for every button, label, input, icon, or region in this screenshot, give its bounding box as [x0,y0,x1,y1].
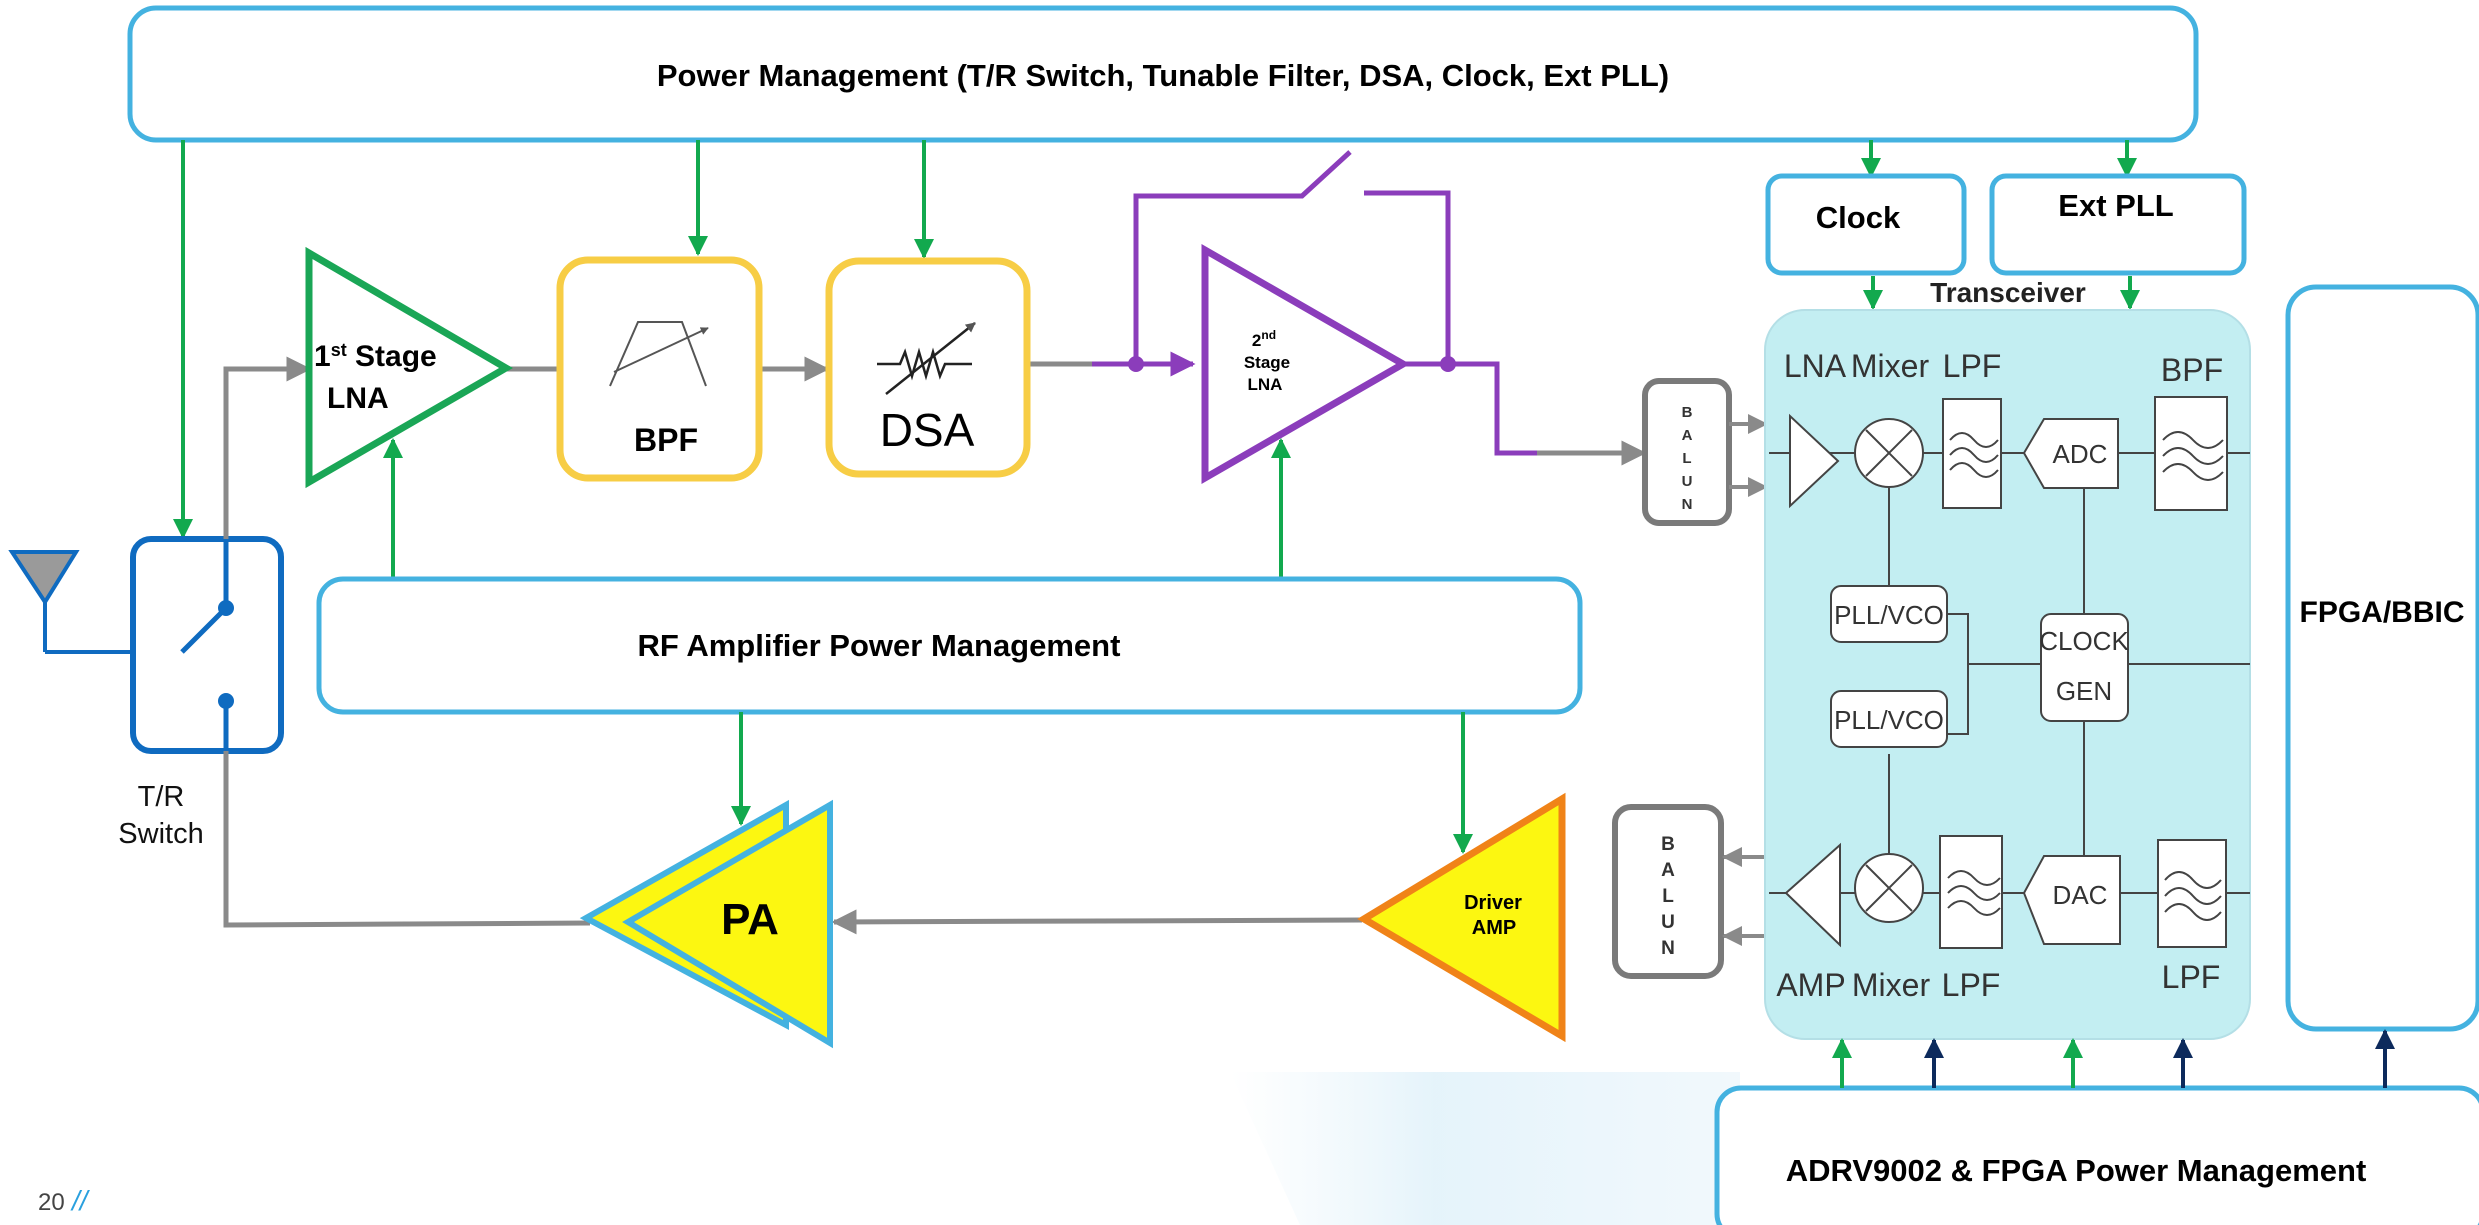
svg-text:LPF: LPF [1942,967,2001,1003]
balun-tx-inputs [1722,847,1766,946]
second-stage-lna-label-2: Stage [1244,353,1290,372]
tx-amp-triangle [1784,842,1841,948]
svg-text:PLL/VCO: PLL/VCO [1834,600,1944,630]
power-amplifier [579,799,833,1049]
tr-switch-label-2: Switch [118,818,203,850]
clock-gen [2040,613,2129,722]
transceiver-block: Transceiver ADC LNA Mixer LPF [1764,277,2251,1040]
receive-path-lines [223,356,1647,539]
second-stage-lna-triangle [1201,243,1411,485]
svg-text:L: L [1682,450,1691,467]
svg-text:B: B [1661,834,1675,855]
footer-slash: // [70,1185,91,1216]
ext-pll-label: Ext PLL [2058,188,2173,223]
adc-block [2022,418,2119,489]
svg-text:B: B [1682,404,1693,421]
bpf-box [556,256,763,482]
svg-text:LPF: LPF [1943,348,2002,384]
rf-amp-power-box [316,576,1583,715]
svg-text:A: A [1661,860,1675,881]
pll-vco-2 [1830,690,1948,748]
svg-text:U: U [1682,473,1693,490]
transmit-path-lines [223,751,1363,935]
first-stage-lna-label-2: LNA [327,382,389,415]
pll-vco-1 [1830,585,1948,643]
balun-rx: B A L U N [1642,378,1732,526]
clock-box [1765,173,1967,276]
svg-text:AMP: AMP [1776,967,1845,1003]
page-number: 20 [38,1189,65,1216]
rf-amp-power-arrows [731,712,1473,854]
svg-text:BPF: BPF [2161,352,2223,388]
pa-label: PA [721,895,779,944]
dsa-label: DSA [880,404,975,456]
svg-text:U: U [1661,912,1675,933]
svg-text:LPF: LPF [2162,959,2221,995]
clock-pll-arrows [1863,276,2140,310]
svg-text:LNA: LNA [1784,348,1847,384]
driver-amp-label-2: AMP [1472,917,1516,939]
balun-rx-outputs [1729,414,1768,497]
svg-text:N: N [1682,496,1693,513]
tr-switch-label-1: T/R [138,781,185,813]
tr-switch [130,536,284,754]
rf-amp-power-label: RF Amplifier Power Management [638,628,1121,663]
tx-lna-triangle [1789,413,1840,509]
second-stage-lna-label-3: LNA [1248,375,1283,394]
driver-amp-label-1: Driver [1464,892,1522,914]
top-power-management-box [127,5,2199,143]
adrv-power-arrows [1832,1029,2395,1088]
adrv-power-box [1714,1085,2479,1225]
top-power-management-label: Power Management (T/R Switch, Tunable Fi… [657,58,1669,93]
transceiver-title: Transceiver [1930,277,2086,308]
adrv-power-label: ADRV9002 & FPGA Power Management [1786,1153,2367,1188]
svg-text:CLOCK: CLOCK [2039,626,2129,656]
svg-text:N: N [1661,938,1675,959]
balun-tx: B A L U N [1612,804,1724,979]
first-stage-lna-label: 1st Stage [314,340,437,373]
bpf-label: BPF [634,422,698,458]
fpga-bbic-label: FPGA/BBIC [2300,596,2465,629]
dac-block [2022,855,2121,945]
svg-text:Mixer: Mixer [1851,348,1930,384]
svg-text:A: A [1682,427,1693,444]
tunable-filter-icon [609,321,709,387]
svg-text:DAC: DAC [2053,880,2108,910]
clock-label: Clock [1816,200,1901,235]
fpga-bbic-box [2285,284,2479,1032]
background-watermark [1230,1072,1740,1225]
second-stage-lna-label-1: 2nd [1252,328,1276,350]
attenuator-icon [877,322,976,395]
svg-text:L: L [1662,886,1674,907]
bypass-node-left [1128,356,1144,372]
first-stage-lna-triangle [305,246,513,489]
svg-text:GEN: GEN [2056,676,2112,706]
driver-amp-triangle [1357,792,1566,1043]
bypass-node-right [1440,356,1456,372]
svg-text:ADC: ADC [2053,439,2108,469]
top-power-arrows [173,140,2137,539]
svg-text:Mixer: Mixer [1852,967,1931,1003]
svg-text:PLL/VCO: PLL/VCO [1834,705,1944,735]
ext-pll-box [1989,173,2247,276]
